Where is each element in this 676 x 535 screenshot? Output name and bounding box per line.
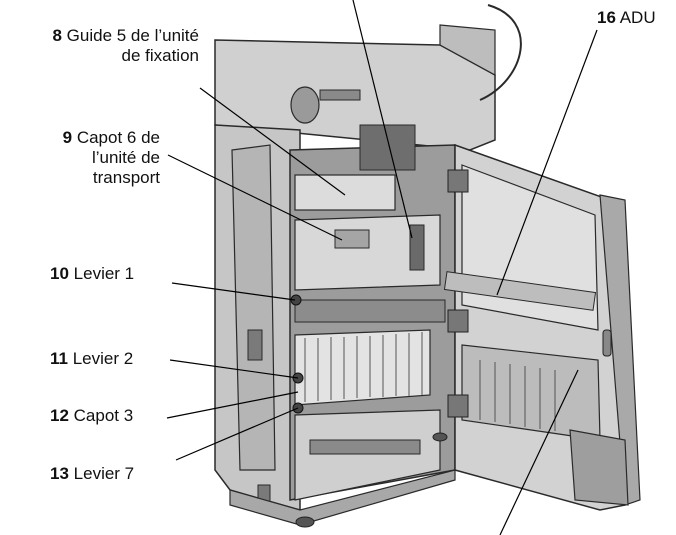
leader-bottom-right [499,369,579,535]
callout-10-number: 10 [50,264,69,283]
transport-cover [294,214,441,291]
callout-8: 8 Guide 5 de l’unité de fixation [0,26,199,66]
callout-16-number: 16 [597,8,616,27]
callout-8-number: 8 [52,26,62,45]
leader-16 [496,29,598,296]
callout-11-number: 11 [50,349,68,368]
left-side-column [231,144,276,471]
callout-11: 11 Levier 2 [50,349,133,369]
callout-9: 9 Capot 6 de l’unité de transport [0,128,160,188]
roller-strip [294,299,446,323]
callout-13-number: 13 [50,464,69,483]
leader-11 [169,359,299,379]
callout-13: 13 Levier 7 [50,464,134,484]
transport-handle [334,229,370,249]
callout-12-line-1: Capot 3 [73,406,134,425]
door-rib-lines [479,360,556,431]
callout-8-line-1: Guide 5 de l’unité [66,26,199,45]
callout-16-line-1: ADU [619,8,656,27]
fuser-guide [294,174,396,211]
fuser-vents [359,124,416,171]
side-vent [247,329,263,361]
caster-right [432,432,448,442]
callout-10-line-1: Levier 1 [73,264,135,283]
top-back-panel [439,24,496,77]
callout-10: 10 Levier 1 [50,264,134,284]
callout-12: 12 Capot 3 [50,406,133,426]
hinge-mid [447,309,469,333]
door-bottom-panel [569,429,629,506]
adu-roller-bar [443,271,597,311]
leader-8 [199,87,346,196]
callout-9-line-3: transport [92,168,160,187]
callout-13-line-1: Levier 7 [73,464,135,483]
paper-path-ribs [294,329,431,406]
door-edge [599,194,641,506]
callout-11-line-1: Levier 2 [72,349,134,368]
top-knob [290,86,320,124]
leader-top-center [352,0,413,239]
caster-left [295,516,315,528]
leader-lines [166,0,598,535]
center-lever [409,224,425,271]
lower-section [294,409,441,501]
rib-lines [304,332,423,402]
cable [479,4,522,101]
leader-9 [167,154,343,241]
door-handle [602,329,612,357]
hinge-top [447,169,469,193]
callout-8-line-2: de fixation [121,46,200,65]
callout-9-line-2: l’unité de [91,148,160,167]
leader-13 [175,407,299,461]
top-slot-1 [319,89,361,101]
lower-rollers [309,439,421,455]
base [229,469,456,526]
callout-9-number: 9 [62,128,73,147]
callout-16: 16 ADU [597,8,656,28]
hinge-bottom [447,394,469,418]
leader-10 [171,282,296,301]
leader-12 [166,391,299,419]
callout-12-number: 12 [50,406,69,425]
callout-9-line-1: Capot 6 de [76,128,160,147]
